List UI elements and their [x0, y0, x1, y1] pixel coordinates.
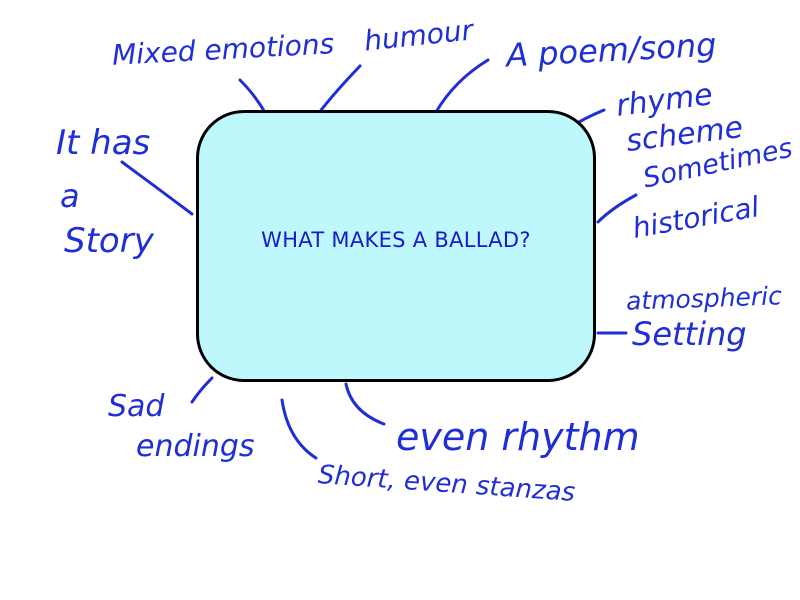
- connector-sometimes-historical: [596, 193, 638, 224]
- connector-poem-song: [434, 58, 490, 114]
- connector-humour: [316, 64, 362, 116]
- connector-short-stanzas: [280, 398, 318, 460]
- note-even-rhythm: even rhythm: [396, 415, 640, 459]
- note-setting: Setting: [632, 315, 747, 353]
- note-it-has: It has: [56, 123, 151, 163]
- note-poem-song: A poem/song: [505, 25, 718, 75]
- note-sad: Sad: [108, 389, 165, 424]
- connector-story: [120, 160, 194, 216]
- central-topic-box: WHAT MAKES A BALLAD?: [196, 110, 596, 382]
- connector-sad-endings: [190, 376, 214, 404]
- note-a: a: [60, 177, 80, 215]
- connector-even-rhythm: [344, 382, 386, 426]
- note-story: Story: [64, 221, 154, 261]
- note-endings: endings: [136, 429, 255, 464]
- note-atmospheric: atmospheric: [625, 281, 783, 316]
- connector-mixed-emotions: [238, 78, 268, 116]
- central-topic-title: WHAT MAKES A BALLAD?: [261, 228, 531, 252]
